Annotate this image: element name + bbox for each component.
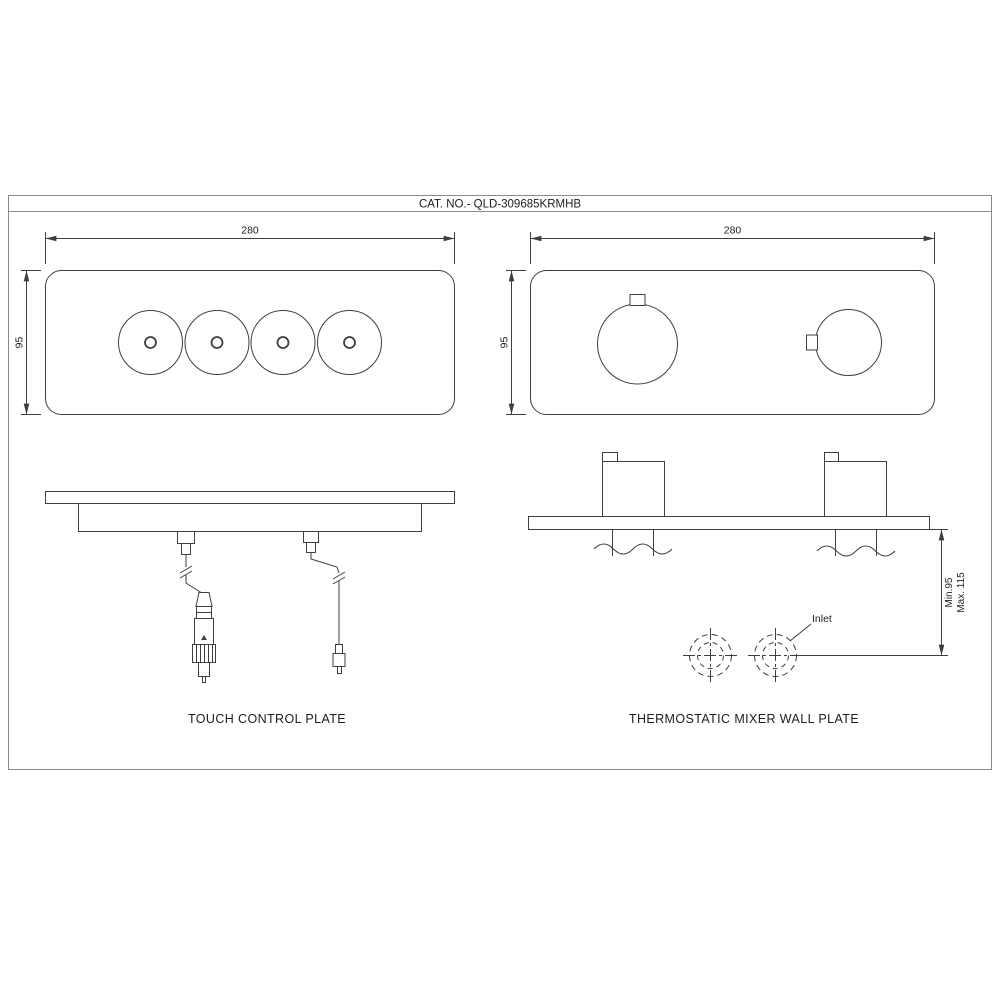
mixer-knob-left-side: [602, 452, 665, 517]
dimension-min-value: Min.95: [944, 577, 955, 607]
jack-tip: [337, 666, 342, 674]
connector-stub: [177, 531, 195, 544]
plug-body: [194, 618, 214, 645]
cable-break-mark: [332, 576, 346, 585]
plug-index-mark: [201, 635, 207, 640]
dimension-value: 95: [499, 337, 511, 349]
mixer-knob-left: [597, 294, 678, 385]
knob-body: [602, 461, 665, 517]
left-cable-assembly: [177, 531, 216, 683]
inlet-right: [748, 628, 803, 683]
connector-stub-tip: [181, 543, 191, 555]
break-wave: [593, 543, 673, 555]
mixer-knob-right: [806, 309, 882, 376]
drawing-frame: CAT. NO.- QLD-309685KRMHB: [8, 195, 992, 770]
cable-break-mark: [179, 565, 193, 574]
connector-stub: [303, 531, 319, 543]
touch-plate-caption: TOUCH CONTROL PLATE: [188, 712, 346, 726]
break-wave: [816, 545, 896, 557]
touch-button-2: [184, 310, 250, 375]
right-cable-assembly: [303, 531, 346, 674]
cable-segment: [310, 552, 340, 574]
plate-edge-profile: [45, 491, 455, 504]
recessed-housing: [78, 503, 422, 532]
mixer-plate-side-view: Inlet Min.95 Max. 115: [528, 452, 967, 683]
knob-index-tab: [806, 334, 818, 351]
plug-pin: [202, 676, 206, 683]
dimension-value: 280: [724, 225, 742, 237]
knob-cap-tab: [824, 452, 839, 462]
mixer-knob-right-side: [824, 452, 887, 517]
mixer-plate-front-view: [530, 270, 935, 415]
cable-segment: [185, 575, 202, 593]
dimension-value: 280: [241, 225, 259, 237]
inlet-callout: Inlet: [789, 613, 832, 642]
touch-plate-width-dimension: 280: [45, 225, 455, 264]
mixer-plate-height-dimension: 95: [499, 270, 526, 415]
knob-body: [824, 461, 887, 517]
pipe-break-left: [593, 529, 673, 556]
jack-body: [332, 653, 346, 667]
touch-plate-height-dimension: 95: [14, 270, 41, 415]
knob-index-tab: [629, 294, 646, 306]
catalog-number-text: CAT. NO.- QLD-309685KRMHB: [419, 199, 581, 211]
inline-plug-connector: [192, 592, 216, 683]
inlet-left: [683, 628, 738, 683]
wall-plate-edge: [528, 516, 930, 530]
knob-cap-tab: [602, 452, 618, 462]
dimension-value: 95: [14, 337, 26, 349]
touch-plate-outline: [45, 270, 455, 415]
jack-neck: [335, 644, 343, 654]
jack-connector: [332, 644, 346, 674]
touch-button-3: [250, 310, 316, 375]
mixer-depth-dimension: Min.95 Max. 115: [797, 529, 967, 656]
mixer-plate-outline: [530, 270, 935, 415]
leader-line: [789, 623, 812, 642]
dimension-max-value: Max. 115: [956, 572, 967, 613]
touch-plate-front-view: [45, 270, 455, 415]
touch-plate-side-view: [45, 491, 455, 683]
connector-stub-tip: [306, 542, 316, 553]
pipe-break-right: [816, 529, 896, 557]
cable-break-mark: [332, 571, 346, 580]
plug-tip: [198, 662, 210, 677]
mixer-plate-width-dimension: 280: [530, 225, 935, 264]
frame-border: [8, 195, 992, 770]
touch-button-1: [118, 310, 183, 375]
inlet-label: Inlet: [812, 613, 832, 625]
cable-break-mark: [179, 570, 193, 579]
mixer-plate-caption: THERMOSTATIC MIXER WALL PLATE: [629, 712, 859, 726]
plug-boot: [195, 592, 213, 607]
touch-button-4: [317, 310, 382, 375]
